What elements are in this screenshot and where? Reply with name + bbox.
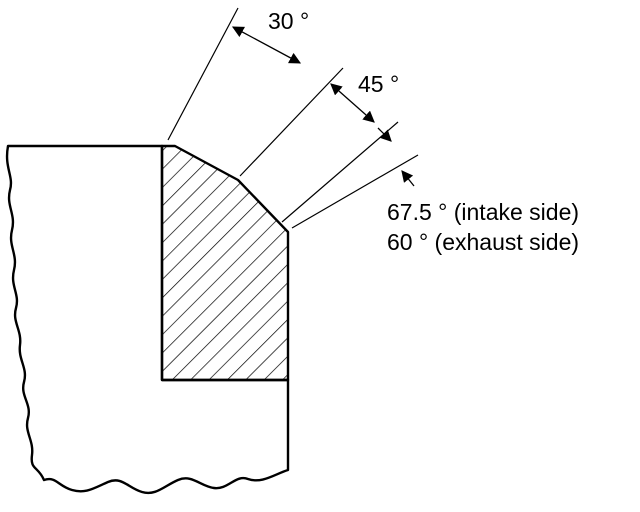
angle-exhaust-label: 60 ° (exhaust side) bbox=[387, 229, 579, 255]
valve-seat-insert bbox=[160, 144, 290, 382]
angle-45-label: 45 ° bbox=[358, 71, 399, 97]
angle-intake-label: 67.5 ° (intake side) bbox=[387, 199, 579, 225]
arrow-seat-lower-out bbox=[401, 170, 415, 187]
cylinder-head-outline bbox=[5, 144, 290, 495]
arrow-30 bbox=[231, 26, 302, 64]
arrow-45 bbox=[330, 83, 375, 123]
dimension-arrows bbox=[231, 26, 415, 187]
extension-lines bbox=[167, 7, 419, 229]
arrow-seat-lower-in bbox=[377, 127, 392, 142]
angle-30-label: 30 ° bbox=[268, 8, 309, 34]
